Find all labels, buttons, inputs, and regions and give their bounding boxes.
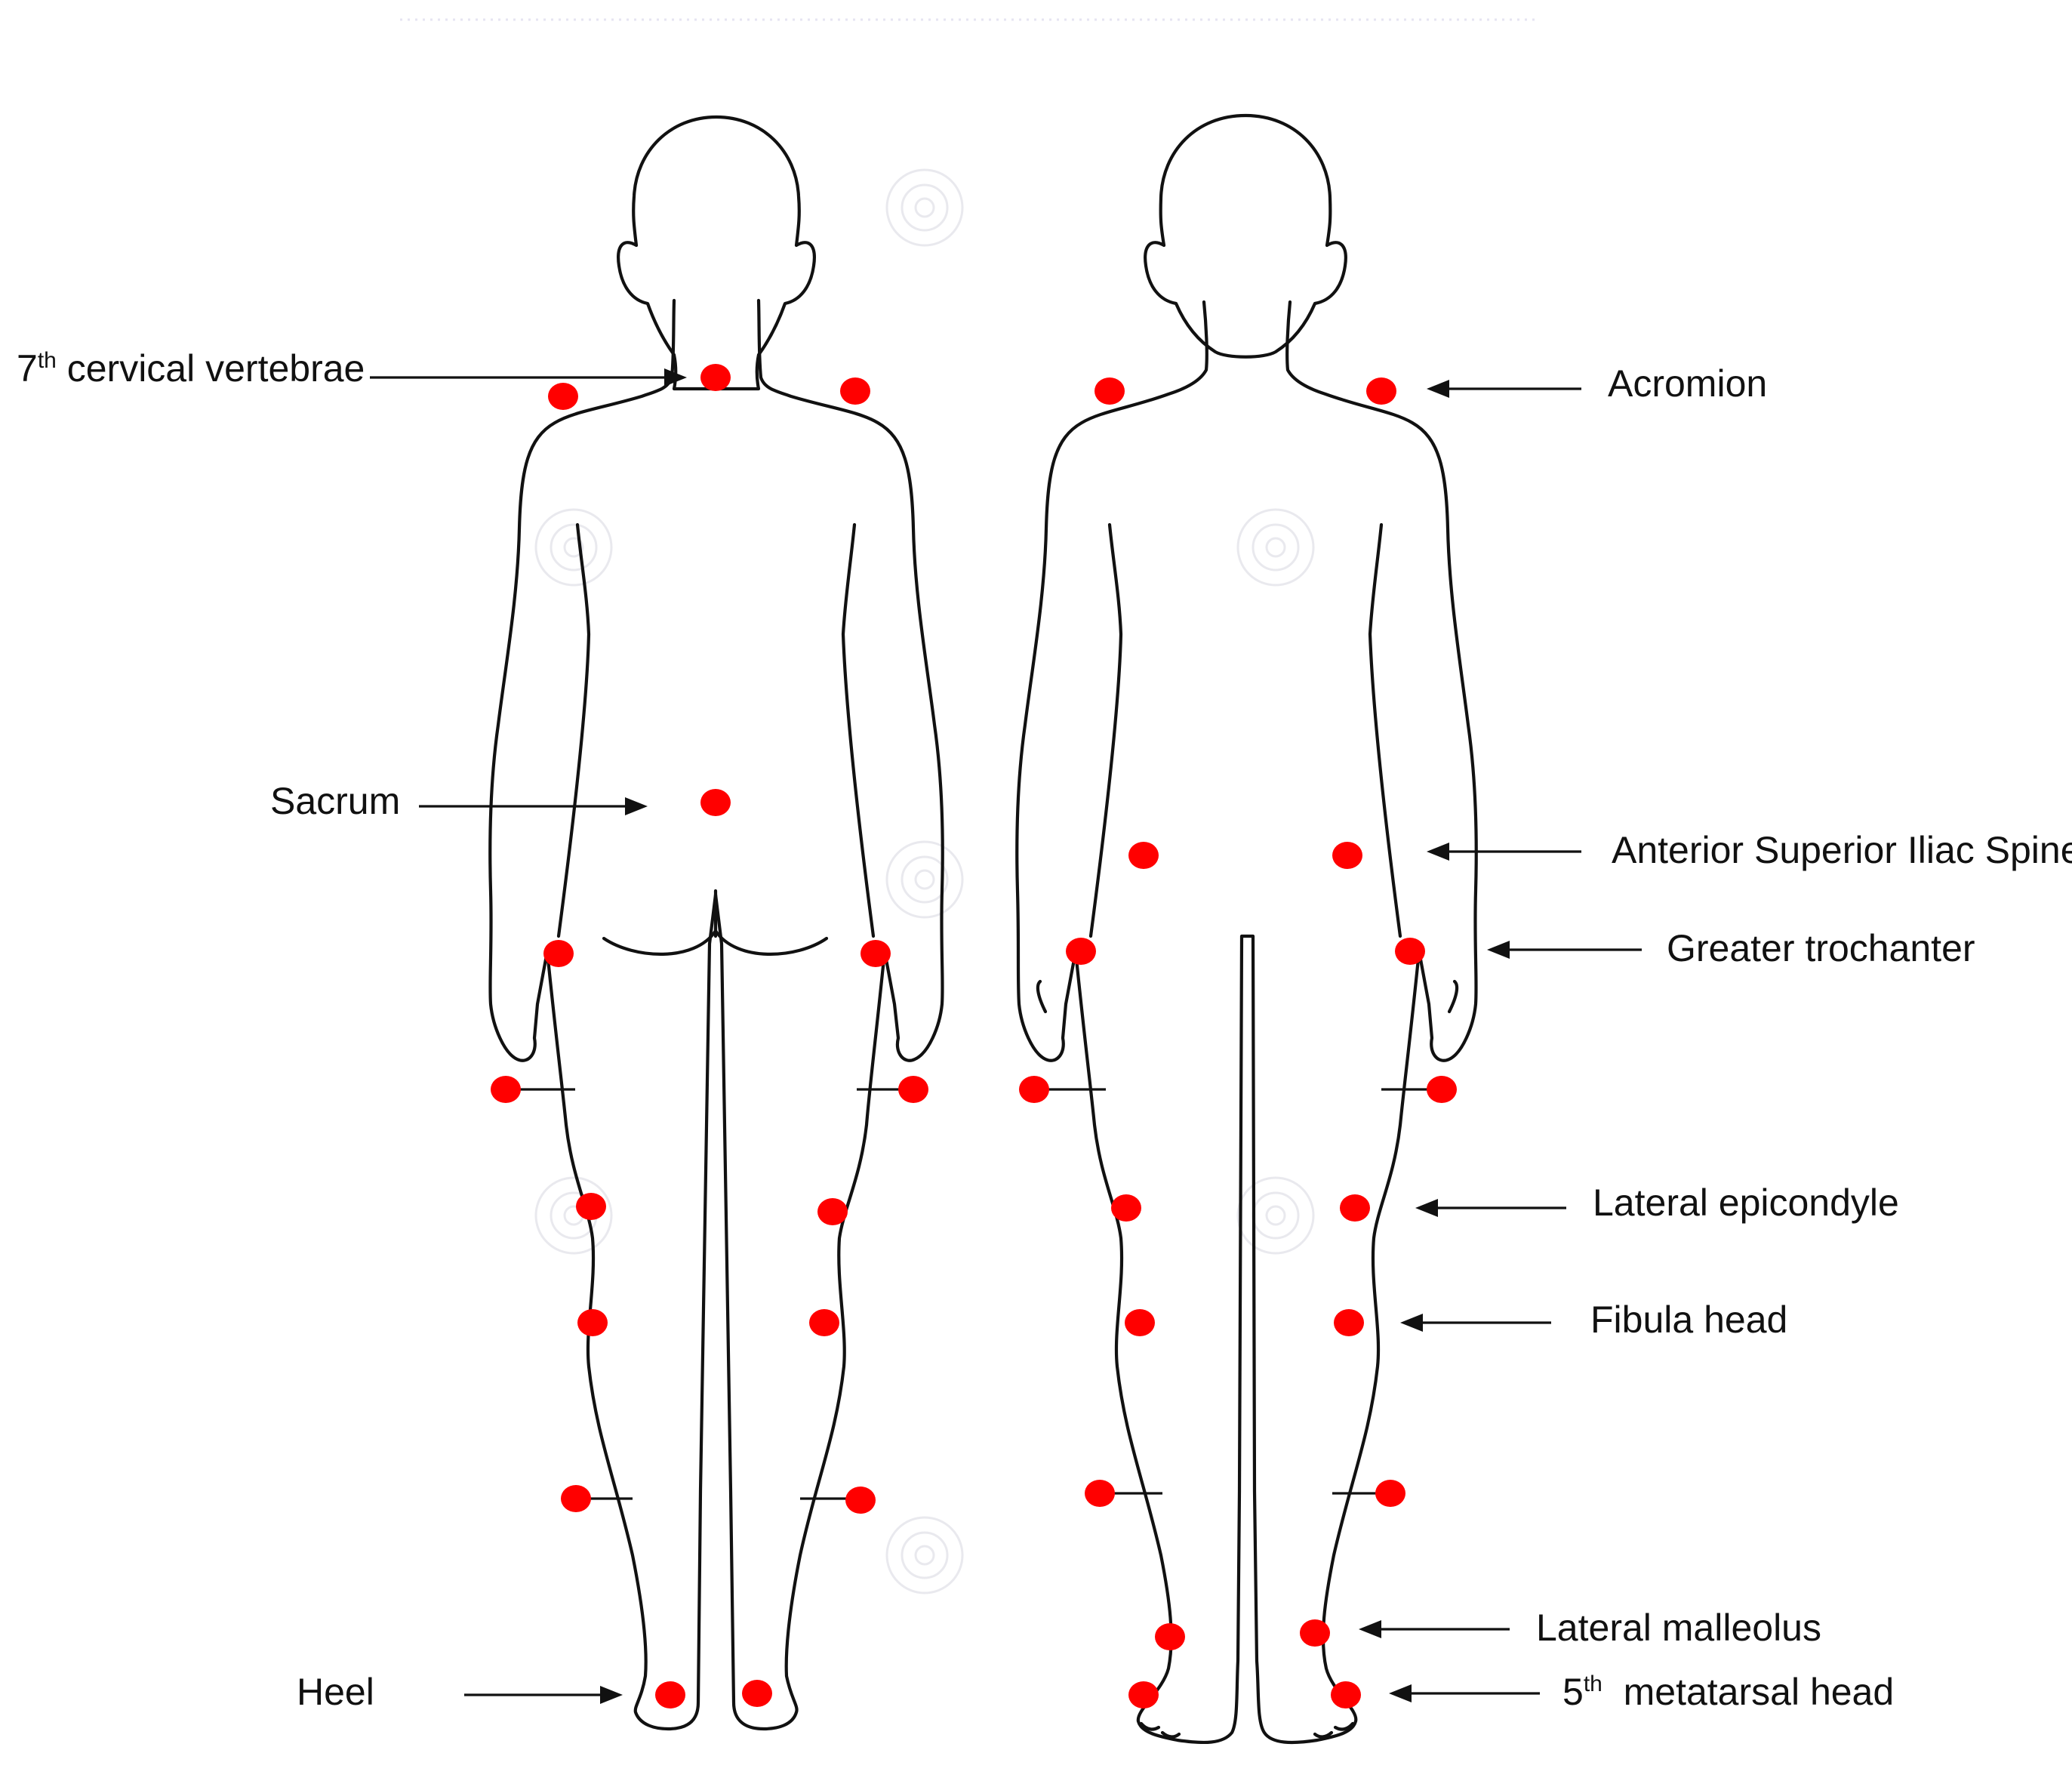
marker-posterior-right-fibula xyxy=(809,1309,839,1336)
arrowhead-malleolus xyxy=(1359,1620,1381,1638)
label-metatarsal-head: 5th metatarsal head xyxy=(1562,1671,1894,1713)
arrowhead-cervical xyxy=(664,368,687,387)
posterior-body-figure xyxy=(488,115,944,1731)
label-acromion: Acromion xyxy=(1608,362,1767,405)
posterior-head xyxy=(617,115,816,391)
anterior-left-thumb xyxy=(1036,979,1048,1014)
marker-posterior-right-epicondyle xyxy=(817,1198,848,1225)
landmark-labels: 7th cervical vertebrae Sacrum Heel Acrom… xyxy=(17,347,2072,1713)
posterior-body xyxy=(488,298,944,1731)
label-asis: Anterior Superior Iliac Spine xyxy=(1612,829,2072,871)
label-lateral-malleolus: Lateral malleolus xyxy=(1536,1607,1821,1649)
marker-posterior-left-heel xyxy=(655,1681,685,1708)
marker-posterior-left-shin xyxy=(561,1485,591,1512)
marker-anterior-right-asis xyxy=(1332,842,1362,869)
marker-posterior-right-shin xyxy=(845,1487,876,1514)
marker-anterior-left-asis xyxy=(1128,842,1159,869)
marker-anterior-right-acromion xyxy=(1366,377,1396,405)
marker-anterior-right-elbow xyxy=(1427,1076,1457,1103)
marker-anterior-left-shin xyxy=(1085,1480,1115,1507)
marker-posterior-left-epicondyle xyxy=(576,1193,606,1220)
marker-posterior-sacrum xyxy=(700,789,731,816)
marker-posterior-right-elbow xyxy=(898,1076,928,1103)
marker-anterior-right-shin xyxy=(1375,1480,1405,1507)
arrowhead-asis xyxy=(1427,843,1449,861)
posterior-left-inner-arm xyxy=(556,522,591,938)
marker-posterior-right-acromion xyxy=(840,377,870,405)
label-greater-trochanter: Greater trochanter xyxy=(1667,927,1975,969)
arrowhead-trochanter xyxy=(1487,941,1510,959)
marker-posterior-right-trochanter xyxy=(861,940,891,967)
arrowhead-sacrum xyxy=(625,797,648,815)
marker-posterior-left-acromion xyxy=(548,383,578,410)
label-heel: Heel xyxy=(297,1671,374,1713)
anterior-right-toes xyxy=(1313,1721,1355,1739)
marker-anterior-left-trochanter xyxy=(1066,938,1096,965)
arrowhead-acromion xyxy=(1427,380,1449,398)
label-sacrum: Sacrum xyxy=(270,780,400,822)
marker-anterior-right-trochanter xyxy=(1395,938,1425,965)
marker-posterior-c7 xyxy=(700,364,731,391)
marker-anterior-left-fibula xyxy=(1125,1309,1155,1336)
marker-anterior-right-epicondyle xyxy=(1340,1194,1370,1222)
marker-anterior-left-acromion xyxy=(1094,377,1125,405)
marker-anterior-right-malleolus xyxy=(1300,1619,1330,1647)
marker-posterior-left-trochanter xyxy=(543,940,574,967)
marker-posterior-right-heel xyxy=(742,1680,772,1707)
marker-posterior-left-elbow xyxy=(491,1076,521,1103)
arrowhead-epicondyle xyxy=(1415,1199,1438,1217)
label-cervical-vertebrae: 7th cervical vertebrae xyxy=(17,347,365,390)
arrowhead-heel xyxy=(600,1686,623,1704)
marker-anterior-left-metatarsal xyxy=(1128,1681,1159,1708)
anterior-left-toes xyxy=(1139,1721,1181,1739)
anterior-left-inner-arm xyxy=(1088,522,1123,938)
marker-anterior-right-metatarsal xyxy=(1331,1681,1361,1708)
arrowhead-fibula xyxy=(1400,1314,1423,1332)
anterior-head xyxy=(1144,113,1347,359)
anterior-right-inner-arm xyxy=(1368,522,1402,938)
marker-posterior-left-fibula xyxy=(577,1309,608,1336)
marker-anterior-right-fibula xyxy=(1334,1309,1364,1336)
marker-anterior-left-malleolus xyxy=(1155,1623,1185,1650)
marker-anterior-left-epicondyle xyxy=(1111,1194,1141,1222)
anterior-body xyxy=(1015,300,1478,1745)
anterior-right-thumb xyxy=(1447,979,1459,1014)
marker-anterior-left-elbow xyxy=(1019,1076,1049,1103)
arrowhead-metatarsal xyxy=(1389,1684,1412,1702)
anterior-body-figure xyxy=(1015,113,1478,1745)
watermark-pattern xyxy=(534,168,1315,1594)
landmark-markers xyxy=(491,364,1457,1708)
posterior-right-inner-arm xyxy=(841,522,876,938)
leader-lines xyxy=(370,368,1642,1704)
label-fibula-head: Fibula head xyxy=(1590,1299,1787,1341)
label-lateral-epicondyle: Lateral epicondyle xyxy=(1593,1182,1899,1224)
